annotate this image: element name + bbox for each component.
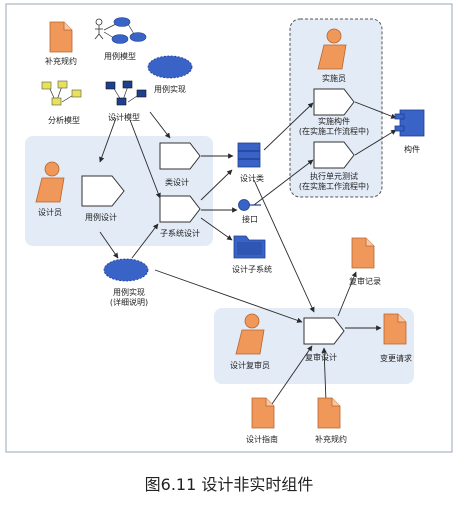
design-model-label: 设计模型 — [108, 112, 140, 122]
arrow-design-class-to-review — [253, 179, 315, 313]
use-case-realization-label: 用例实现 — [154, 84, 186, 94]
arrow-subsystem-to-design-class — [200, 169, 233, 201]
use-case-design-label: 用例设计 — [85, 212, 117, 222]
review-record-label: 复审记录 — [349, 276, 381, 286]
designer-label: 设计员 — [38, 207, 62, 217]
change-request-label: 变更请求 — [380, 353, 412, 363]
design-model-icon — [105, 80, 147, 106]
reviewer-panel — [214, 308, 414, 384]
arrow-implement-to-component — [354, 101, 397, 119]
unit-test-label-2: (在实施工作流程中) — [299, 181, 369, 191]
implement-class-label-1: 实施构件 — [318, 116, 350, 126]
component-label: 构件 — [404, 144, 420, 154]
arrow-realization-to-subsystem-design — [131, 223, 159, 259]
design-subsystem-icon — [233, 235, 266, 259]
use-case-design-activity — [81, 175, 125, 207]
design-subsystem-label: 设计子系统 — [232, 264, 272, 274]
change-request-doc-icon — [383, 313, 407, 345]
interface-label: 接口 — [242, 214, 258, 224]
interface-icon — [238, 199, 261, 211]
analysis-model-label: 分析模型 — [48, 115, 80, 125]
arrow-design-class-to-implement — [263, 102, 314, 151]
supplement-spec-bottom-doc-icon — [317, 397, 341, 429]
arrow-usecase-design-to-realization — [99, 231, 119, 259]
review-design-label: 复审设计 — [305, 352, 337, 362]
component-icon — [394, 109, 425, 137]
design-reviewer-label: 设计复审员 — [230, 360, 270, 370]
design-guidelines-doc-icon — [251, 397, 275, 429]
arrow-interface-to-unit-test — [253, 159, 314, 206]
design-class-icon — [237, 142, 261, 168]
implement-class-label-2: (在实施工作流程中) — [299, 126, 369, 136]
use-case-realization-detail-label-1: 用例实现 — [113, 287, 145, 297]
arrow-guidelines-to-review — [271, 345, 313, 405]
arrow-model-to-subsystem-design — [129, 119, 161, 199]
use-case-realization-detail-label-2: (详细说明) — [110, 297, 148, 307]
design-guidelines-label: 设计指南 — [246, 434, 278, 444]
arrow-review-to-record — [337, 271, 357, 317]
arrow-realization-to-review — [154, 269, 303, 323]
unit-test-label-1: 执行单元测试 — [310, 171, 358, 181]
supplement-spec-doc-icon — [49, 21, 73, 53]
arrow-supplement-to-review — [321, 347, 327, 403]
use-case-realization-cloud — [147, 55, 193, 79]
arrow-subsystem-to-design-subsystem — [200, 217, 233, 241]
arrow-model-to-usecase-design — [99, 117, 117, 163]
implementer-label: 实施员 — [322, 73, 346, 83]
use-case-model-label: 用例模型 — [104, 51, 136, 61]
supplement-spec-bottom-label: 补充规约 — [315, 434, 347, 444]
arrow-model-to-class-design — [149, 111, 171, 139]
figure-caption: 图6.11 设计非实时组件 — [145, 475, 314, 494]
subsystem-design-label: 子系统设计 — [160, 228, 200, 238]
supplement-spec-top-label: 补充规约 — [45, 56, 77, 66]
analysis-model-icon — [41, 80, 82, 106]
use-case-realization-detail-cloud — [103, 258, 149, 282]
connectors — [99, 101, 397, 405]
use-case-model-icon — [94, 17, 147, 44]
review-record-doc-icon — [351, 237, 375, 269]
arrow-unit-test-to-component — [354, 129, 397, 156]
design-class-label: 设计类 — [240, 173, 264, 183]
diagram-frame — [5, 3, 453, 453]
class-design-label: 类设计 — [165, 177, 189, 187]
